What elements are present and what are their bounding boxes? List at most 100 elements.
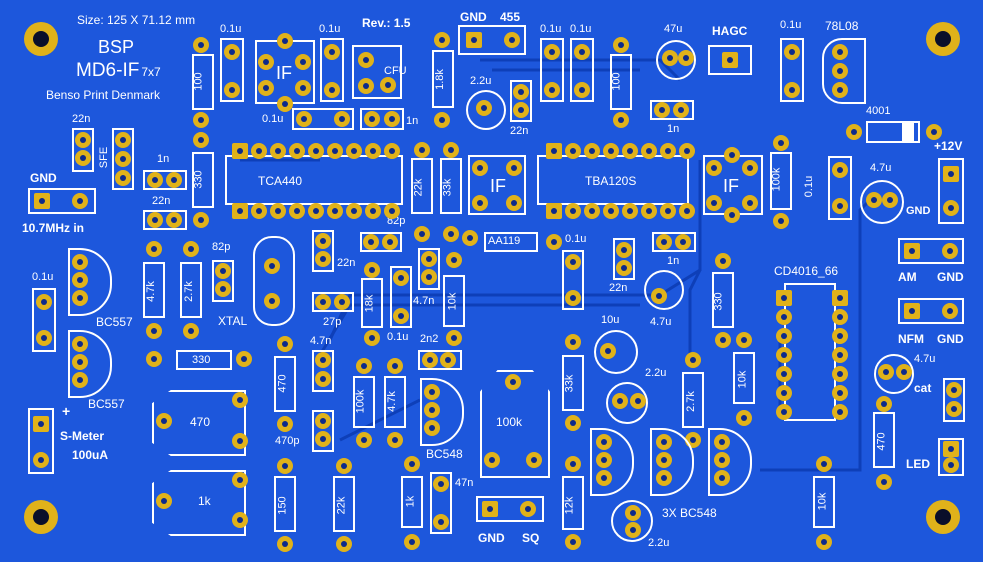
potentiometer-470 xyxy=(152,390,246,456)
pad xyxy=(656,452,672,468)
pad xyxy=(565,456,581,472)
diode-aa119 xyxy=(484,232,538,252)
ic-tca440-pin xyxy=(232,203,248,219)
pad xyxy=(926,124,942,140)
nfm-label: NFM xyxy=(898,332,924,346)
pad xyxy=(715,253,731,269)
resistor-label-10k-a: 10k xyxy=(446,292,459,311)
resistor-label-1-8k: 1.8k xyxy=(433,69,446,90)
ic-tca440-pin xyxy=(327,143,343,159)
cap-label-4-7u-a: 4.7u xyxy=(870,162,892,174)
brand-label: BSP xyxy=(98,37,135,57)
pad xyxy=(147,212,163,228)
pad xyxy=(544,44,560,60)
pad xyxy=(446,252,462,268)
pad xyxy=(147,172,163,188)
pad xyxy=(224,44,240,60)
resistor-label-470-c: 470 xyxy=(875,432,888,451)
pad xyxy=(942,243,958,259)
ic-tca440-pin xyxy=(308,143,324,159)
pad xyxy=(433,514,449,530)
resistor-label-100-a: 100 xyxy=(192,72,205,91)
pad xyxy=(258,80,274,96)
pad xyxy=(146,241,162,257)
ic-tba120s-pin xyxy=(584,203,600,219)
pad xyxy=(466,32,482,48)
pad xyxy=(315,431,331,447)
pad xyxy=(156,493,172,509)
cap-label-2n2: 2n2 xyxy=(420,333,439,345)
pad xyxy=(224,82,240,98)
resistor-label-33k-a: 33k xyxy=(441,178,454,197)
pad xyxy=(565,254,581,270)
resistor-150 xyxy=(274,476,296,532)
cap-1n-b xyxy=(360,108,404,130)
pad xyxy=(613,112,629,128)
pad xyxy=(315,371,331,387)
pad xyxy=(183,323,199,339)
pad xyxy=(714,470,730,486)
ic-tca440-pin xyxy=(308,203,324,219)
ic-tba120s-pin xyxy=(603,143,619,159)
pad xyxy=(324,82,340,98)
ic-label-tca440: TCA440 xyxy=(258,174,303,188)
pad xyxy=(421,269,437,285)
diode-label-aa119: AA119 xyxy=(488,235,521,247)
pad xyxy=(846,124,862,140)
ic-tba120s-pin xyxy=(622,143,638,159)
am-label: AM xyxy=(898,270,917,284)
pad xyxy=(722,52,738,68)
cap-label-01u-c: 0.1u xyxy=(540,23,562,35)
pad xyxy=(943,457,959,473)
resistor-label-4-7k-a: 4.7k xyxy=(144,281,157,302)
if-label-1: IF xyxy=(276,63,292,83)
pad xyxy=(832,162,848,178)
pad xyxy=(446,330,462,346)
resistor-33k-b xyxy=(562,355,584,411)
pad xyxy=(277,96,293,112)
pad xyxy=(476,100,492,116)
pad xyxy=(630,393,646,409)
cap-1n-a xyxy=(143,170,187,190)
pad xyxy=(424,402,440,418)
label-455: 455 xyxy=(500,10,521,24)
ic-tba120s-pin xyxy=(660,203,676,219)
cap-01u-b xyxy=(320,38,344,102)
pad xyxy=(443,142,459,158)
led-connector xyxy=(938,438,964,476)
cap-label-01u-j: 0.1u xyxy=(32,271,54,283)
resistor-label-22k-a: 22k xyxy=(412,178,425,197)
pad xyxy=(654,102,670,118)
resistor-470-c xyxy=(873,412,895,468)
pad xyxy=(380,77,396,93)
ic-tba120s-pin xyxy=(603,203,619,219)
pad xyxy=(358,52,374,68)
resistor-18k xyxy=(361,278,383,328)
gnd-label-am: GND xyxy=(937,270,964,284)
pad xyxy=(356,432,372,448)
pad xyxy=(356,358,372,374)
pad xyxy=(526,452,542,468)
mounting-hole-top-left xyxy=(24,22,58,56)
pad xyxy=(232,433,248,449)
pad xyxy=(434,112,450,128)
pad xyxy=(675,234,691,250)
pad xyxy=(363,234,379,250)
mounting-hole-bottom-right xyxy=(926,500,960,534)
pad xyxy=(146,323,162,339)
ic-tca440-pin xyxy=(346,143,362,159)
pad xyxy=(264,293,280,309)
cap-4-7u-b xyxy=(874,354,914,394)
ic-tba120s-pin xyxy=(679,203,695,219)
pad xyxy=(215,281,231,297)
hagc-connector xyxy=(708,45,752,75)
cap-22n-d xyxy=(613,238,635,280)
pad xyxy=(36,330,52,346)
resistor-100k-a xyxy=(770,152,792,210)
pad xyxy=(315,294,331,310)
pad xyxy=(832,82,848,98)
resistor-22k-a xyxy=(411,158,433,214)
cap-label-01u-a: 0.1u xyxy=(220,23,242,35)
ic-tca440-pin xyxy=(251,143,267,159)
pad xyxy=(414,226,430,242)
